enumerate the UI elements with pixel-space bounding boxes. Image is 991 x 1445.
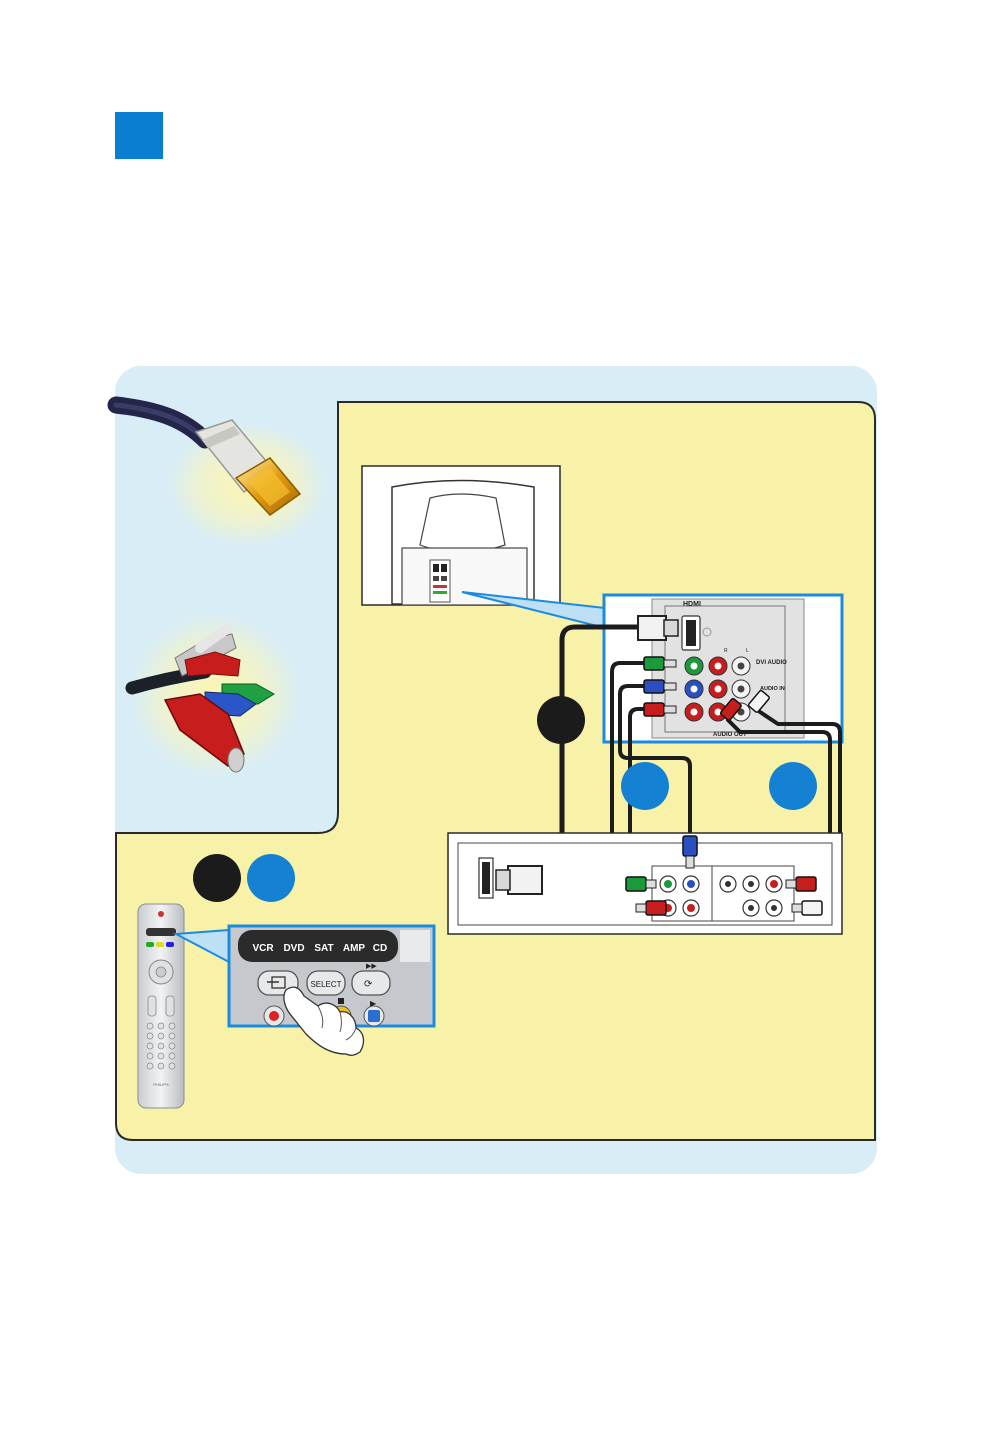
- play-icon: ▶: [370, 999, 377, 1008]
- audio-out-label: AUDIO OUT: [713, 732, 747, 738]
- fast-forward-icon: ▶▶: [366, 963, 377, 970]
- remote-marker-black: [193, 854, 241, 902]
- step-marker-blue-audio: [769, 762, 817, 810]
- step-number-square: [115, 112, 163, 159]
- tv-connector-panel: HDMI DVI AUDIO AUDIO IN AUDIO OUT R L: [602, 593, 844, 744]
- l-channel-label: L: [746, 648, 749, 654]
- source-button-amp: AMP: [343, 943, 366, 954]
- hdmi-cable-icon: [107, 396, 328, 547]
- remote-marker-blue: [247, 854, 295, 902]
- component-cable-blue: [618, 684, 692, 838]
- select-button-label: SELECT: [310, 980, 341, 989]
- source-button-vcr: VCR: [252, 943, 274, 954]
- stop-icon: [338, 998, 344, 1004]
- step-marker-black: [537, 696, 585, 744]
- hdmi-plug-tv: [637, 615, 667, 641]
- audio-in-label: AUDIO IN: [760, 686, 785, 692]
- hdmi-port-label: HDMI: [683, 601, 701, 608]
- step-marker-blue-component: [621, 762, 669, 810]
- r-channel-label: R: [724, 648, 728, 654]
- component-rca-cable-icon: [125, 613, 300, 777]
- hdmi-plug-device: [507, 865, 543, 895]
- tv-side-plugs: [637, 615, 770, 721]
- select-button: [306, 970, 346, 996]
- remote-control: PHILIPS: [137, 903, 185, 1109]
- device-side-plugs: [495, 835, 823, 916]
- dvi-audio-label: DVI AUDIO: [756, 660, 787, 666]
- standby-mode-button: [351, 970, 391, 996]
- source-button-cd: CD: [373, 943, 387, 954]
- standby-mode-icon: ⟳: [364, 979, 373, 990]
- pointing-hand-icon: [283, 986, 365, 1056]
- source-button-dvd: DVD: [283, 943, 304, 954]
- tv-rear-view: [361, 465, 561, 606]
- remote-brand-label: PHILIPS: [153, 1082, 169, 1087]
- source-button-sat: SAT: [314, 943, 333, 954]
